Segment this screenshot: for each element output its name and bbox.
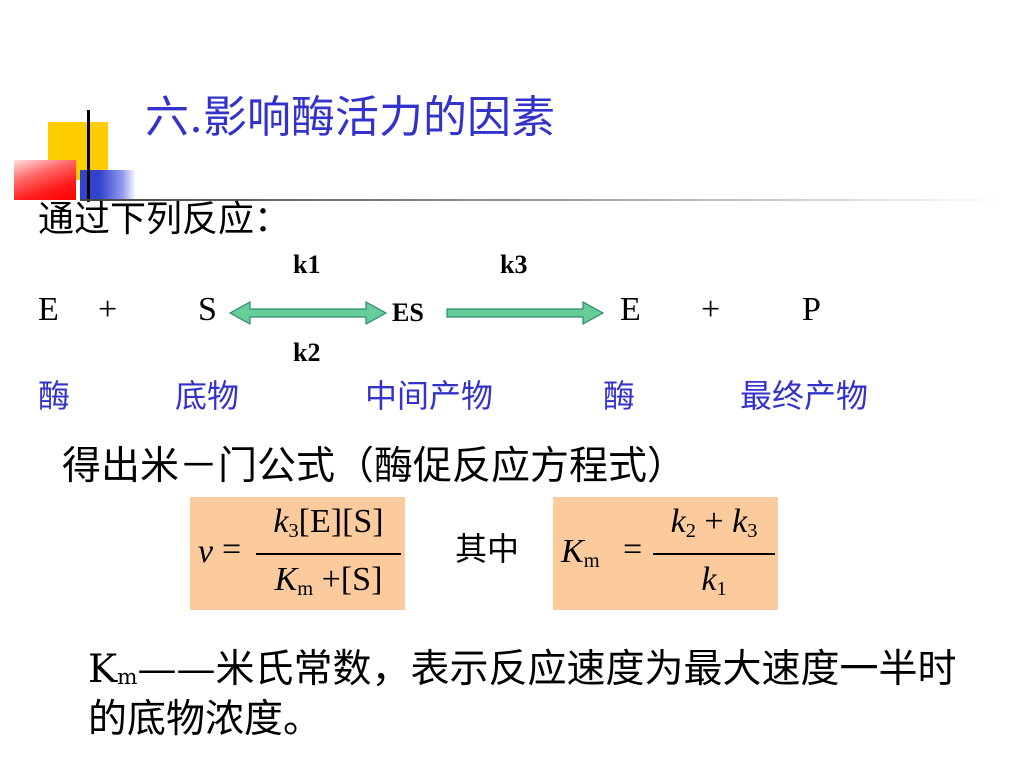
slide-title: 六.影响酶活力的因素 xyxy=(145,92,555,143)
km-definition-k-sub: m xyxy=(117,665,138,691)
formula1-equals: = xyxy=(222,531,242,568)
michaelis-menten-formula: v = k3[E][S] Km +[S] xyxy=(190,497,405,610)
formula1-fraction-line xyxy=(256,553,401,555)
reaction-plus-right: + xyxy=(701,291,721,328)
label-enzyme-left: 酶 xyxy=(38,377,71,415)
rate-constant-k2: k2 xyxy=(293,338,321,367)
rate-constant-k3: k3 xyxy=(500,250,528,279)
formula1-den-k-sub: m xyxy=(297,578,314,601)
formula1-denominator: Km +[S] xyxy=(256,563,401,600)
formula2-num-a: k xyxy=(670,503,686,540)
forward-arrow-icon xyxy=(446,300,605,326)
formula1-den-rest: +[S] xyxy=(313,561,383,598)
reaction-enzyme-right: E xyxy=(620,291,641,328)
formula2-num-a-sub: 2 xyxy=(685,520,696,543)
decor-horizontal-rule xyxy=(80,199,1010,201)
reaction-plus-left: + xyxy=(98,291,118,328)
where-label: 其中 xyxy=(455,530,520,568)
formula2-denominator: k1 xyxy=(653,563,775,600)
formula1-lhs: v xyxy=(198,533,214,570)
formula1-num-rest: [E][S] xyxy=(298,503,384,540)
decor-red-square xyxy=(14,160,76,200)
km-formula: Km = k2 + k3 k1 xyxy=(553,497,778,610)
formula1-num-k-sub: 3 xyxy=(288,520,299,543)
reaction-product: P xyxy=(802,291,821,328)
formula2-num-b: k xyxy=(732,503,748,540)
km-definition-text: ——米氏常数，表示反应速度为最大速度一半时 xyxy=(137,647,957,692)
formula2-num-b-sub: 3 xyxy=(747,520,758,543)
formula2-den-sub: 1 xyxy=(716,578,727,601)
formula2-fraction-line xyxy=(653,553,775,555)
formula2-lhs-k: K xyxy=(561,533,584,570)
derivation-heading: 得出米－门公式（酶促反应方程式） xyxy=(62,444,687,489)
km-definition-k: K xyxy=(88,647,118,692)
formula2-lhs: Km xyxy=(561,535,600,572)
formula1-den-k: K xyxy=(274,561,298,598)
rate-constant-k1: k1 xyxy=(293,250,321,279)
formula1-num-k: k xyxy=(273,503,289,540)
formula2-lhs-sub: m xyxy=(583,550,600,573)
reaction-enzyme-left: E xyxy=(38,291,59,328)
label-intermediate: 中间产物 xyxy=(365,377,494,415)
reaction-enzyme-substrate-complex: ES xyxy=(392,298,424,327)
reaction-substrate: S xyxy=(198,291,217,328)
formula2-den-k: k xyxy=(701,561,717,598)
label-product: 最终产物 xyxy=(740,377,869,415)
decor-vertical-line xyxy=(87,110,90,202)
reversible-arrow-icon xyxy=(228,300,388,326)
label-enzyme-right: 酶 xyxy=(603,377,636,415)
formula1-numerator: k3[E][S] xyxy=(256,505,401,542)
formula2-equals: = xyxy=(623,531,643,568)
label-substrate: 底物 xyxy=(175,377,240,415)
intro-text: 通过下列反应： xyxy=(38,199,291,240)
formula2-plus: + xyxy=(695,503,733,540)
formula2-numerator: k2 + k3 xyxy=(653,505,775,542)
km-definition-line1: Km——米氏常数，表示反应速度为最大速度一半时 xyxy=(88,650,956,689)
km-definition-line2: 的底物浓度。 xyxy=(88,697,323,742)
